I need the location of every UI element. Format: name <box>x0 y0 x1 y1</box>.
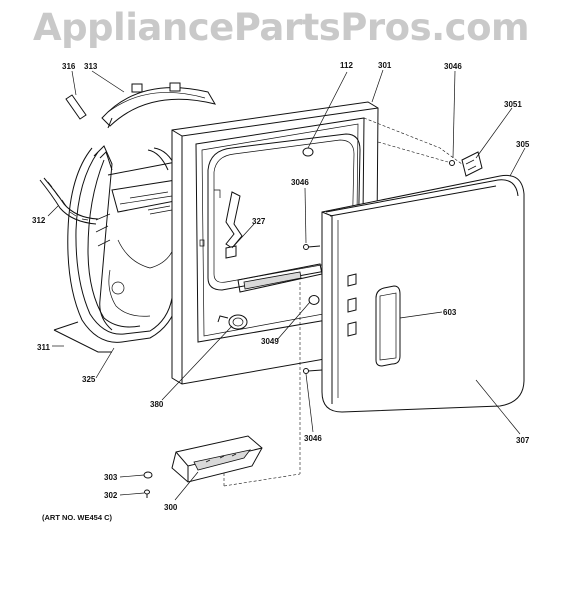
part-3051-bracket <box>377 141 483 177</box>
leader-lines <box>47 69 526 501</box>
label-313: 313 <box>84 62 98 71</box>
label-3049: 3049 <box>261 337 279 346</box>
label-316: 316 <box>62 62 76 71</box>
label-302: 302 <box>104 491 118 500</box>
label-3046-top: 3046 <box>444 62 462 71</box>
part-300-filter <box>171 435 263 483</box>
label-603: 603 <box>443 308 457 317</box>
label-303: 303 <box>104 473 118 482</box>
label-305: 305 <box>516 140 530 149</box>
part-305-307-door <box>321 174 525 413</box>
label-380: 380 <box>150 400 164 409</box>
watermark: AppliancePartsPros.com <box>32 6 530 49</box>
label-3051: 3051 <box>504 100 522 109</box>
label-3046-mid: 3046 <box>291 178 309 187</box>
label-300: 300 <box>164 503 178 512</box>
label-327: 327 <box>252 217 266 226</box>
label-312: 312 <box>32 216 46 225</box>
label-3046-bot: 3046 <box>304 434 322 443</box>
art-number: (ART NO. WE454 C) <box>42 513 113 522</box>
label-307: 307 <box>516 436 530 445</box>
label-325: 325 <box>82 375 96 384</box>
part-313-arc <box>101 82 217 129</box>
part-316-strip <box>65 94 87 120</box>
callout-labels: 316 313 112 301 3046 3051 305 312 3046 3… <box>32 61 530 512</box>
label-112: 112 <box>340 61 353 70</box>
part-380-knob <box>217 314 248 330</box>
label-311: 311 <box>37 343 50 352</box>
label-301: 301 <box>378 61 392 70</box>
part-303-302-small <box>143 471 153 498</box>
part-tub-front <box>39 145 185 353</box>
